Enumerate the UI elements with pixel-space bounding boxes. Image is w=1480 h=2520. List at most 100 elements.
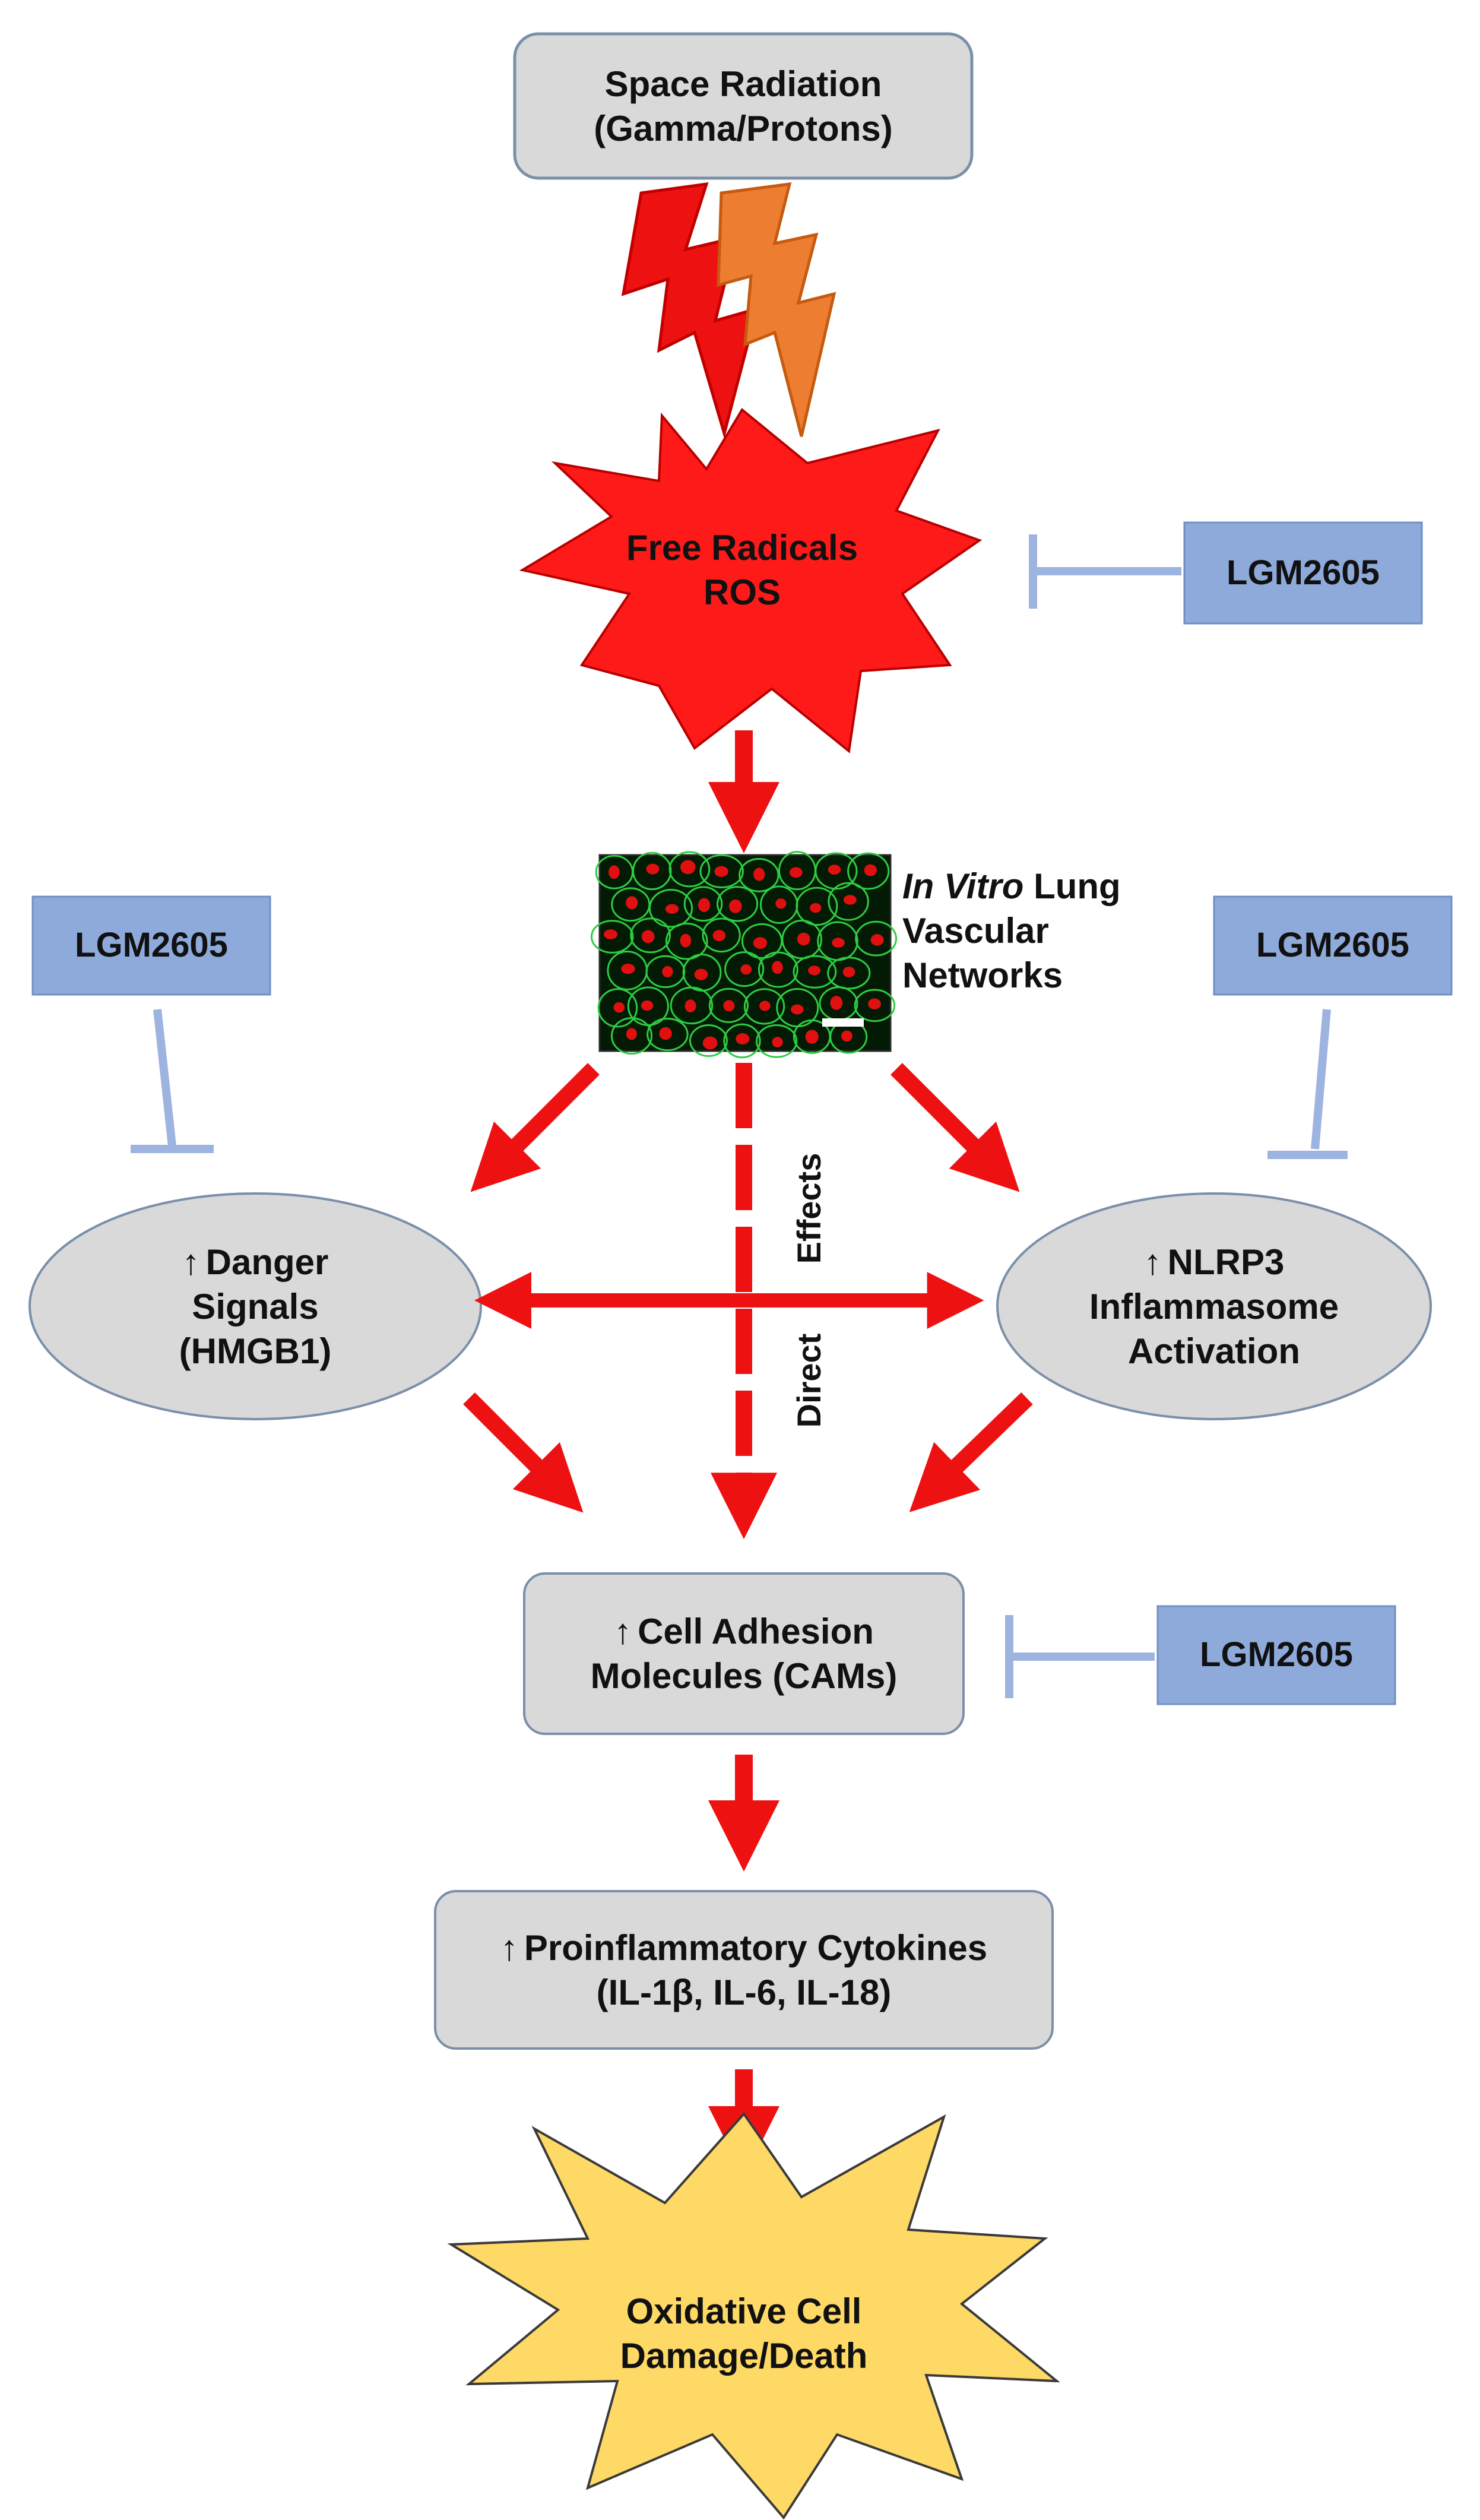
lung-networks-line3: Networks <box>902 955 1063 995</box>
cytokines-label: ↑Proinflammatory Cytokines (IL-1β, IL-6,… <box>435 1891 1053 2049</box>
proton-bolt-icon <box>717 182 836 437</box>
cell-nucleus <box>714 866 728 877</box>
cell-border <box>648 888 693 928</box>
cell-border <box>815 852 858 890</box>
lgm2605-box-ros <box>1183 521 1423 625</box>
cell-nucleus <box>626 1028 637 1040</box>
cell-border <box>854 989 896 1022</box>
cell-nucleus <box>702 1036 718 1050</box>
cell-nucleus <box>797 932 810 946</box>
danger-signals-line1: ↑Danger <box>182 1242 329 1282</box>
cell-nucleus <box>842 967 855 977</box>
cell-nucleus <box>641 1000 654 1011</box>
space-radiation-node <box>513 32 974 180</box>
cams-line2: Molecules (CAMs) <box>590 1656 898 1696</box>
damage-label: Oxidative Cell Damage/Death <box>566 2274 922 2393</box>
cell-nucleus <box>740 964 752 975</box>
lung-networks-line2: Vascular <box>902 911 1049 951</box>
nlrp3-inhibition-line <box>1311 1009 1331 1150</box>
cell-nucleus <box>775 898 787 909</box>
effects-label: Effects <box>790 1153 828 1264</box>
cell-border <box>597 988 638 1028</box>
cams-label: ↑Cell Adhesion Molecules (CAMs) <box>524 1574 964 1734</box>
cell-nucleus <box>728 899 742 913</box>
cell-nucleus <box>772 961 783 974</box>
lung-vascular-micrograph <box>590 851 898 1059</box>
cytokines-node <box>434 1890 1054 2050</box>
cell-nucleus <box>680 860 696 875</box>
cell-nucleus <box>810 903 822 913</box>
cell-nucleus <box>772 1037 783 1048</box>
cell-nucleus <box>830 996 843 1010</box>
cell-nucleus <box>698 898 711 913</box>
cell-border <box>796 887 838 926</box>
cell-border <box>702 917 741 953</box>
cell-nucleus <box>712 930 726 942</box>
danger-inhibition-line <box>153 1009 176 1147</box>
danger-signals-line3: (HMGB1) <box>179 1331 332 1371</box>
cell-nucleus <box>659 1027 672 1040</box>
nlrp3-line2: Inflammasome <box>1089 1286 1339 1327</box>
cell-border <box>683 886 723 922</box>
cell-nucleus <box>832 938 845 948</box>
cell-nucleus <box>808 965 821 976</box>
arrow-networks-to-nlrp3 <box>890 1063 1020 1192</box>
scale-bar <box>822 1018 864 1027</box>
cell-nucleus <box>694 968 708 980</box>
cell-border <box>756 1024 798 1058</box>
cell-nucleus <box>684 999 696 1012</box>
lgm2605-label-cams: LGM2605 <box>1200 1635 1353 1674</box>
cell-border <box>665 922 708 960</box>
cell-nucleus <box>753 868 765 881</box>
cell-border <box>847 852 890 890</box>
cell-border <box>723 1023 761 1059</box>
lgm2605-box-nlrp3 <box>1213 895 1453 996</box>
cell-border <box>828 882 869 921</box>
cell-nucleus <box>841 1030 852 1042</box>
cams-node <box>523 1572 965 1735</box>
cell-border <box>827 957 871 990</box>
cell-border <box>708 987 749 1023</box>
damage-line1: Oxidative Cell <box>626 2291 862 2331</box>
cell-border <box>630 917 671 954</box>
space-radiation-label: Space Radiation (Gamma/Protons) <box>515 34 972 178</box>
lung-networks-label: In Vitro Lung Vascular Networks <box>902 864 1175 1042</box>
damage-line2: Damage/Death <box>620 2336 868 2376</box>
space-radiation-line2: (Gamma/Protons) <box>594 108 893 148</box>
nlrp3-line3: Activation <box>1127 1331 1301 1371</box>
cell-border <box>668 851 711 888</box>
nlrp3-label: ↑NLRP3 Inflammasome Activation <box>997 1205 1431 1407</box>
cell-nucleus <box>641 930 655 944</box>
cell-nucleus <box>723 1000 735 1012</box>
direct-label: Direct <box>790 1333 828 1428</box>
cytokines-line1: ↑Proinflammatory Cytokines <box>500 1927 988 1968</box>
cytokines-line2: (IL-1β, IL-6, IL-18) <box>596 1972 892 2012</box>
nlrp3-node <box>996 1192 1432 1420</box>
cams-line1: ↑Cell Adhesion <box>614 1612 874 1651</box>
cell-nucleus <box>626 896 638 910</box>
cell-border <box>758 951 798 988</box>
cell-border <box>632 851 672 891</box>
cell-border <box>646 1017 689 1052</box>
cell-border <box>724 951 765 987</box>
cell-nucleus <box>613 1002 625 1013</box>
cell-nucleus <box>609 865 620 879</box>
arrow-networks-to-danger <box>470 1063 600 1192</box>
lgm2605-box-danger <box>31 895 271 996</box>
cell-nucleus <box>646 863 660 875</box>
cell-border <box>670 986 714 1025</box>
cell-border <box>743 988 785 1025</box>
cell-border <box>689 1024 728 1058</box>
lung-networks-line1: In Vitro Lung <box>902 866 1121 906</box>
cell-nucleus <box>665 904 679 914</box>
cell-border <box>793 955 837 989</box>
cell-nucleus <box>753 937 768 949</box>
danger-signals-line2: Signals <box>192 1286 319 1327</box>
cell-border <box>590 920 634 954</box>
cell-nucleus <box>662 965 673 978</box>
cell-nucleus <box>791 1004 804 1015</box>
oxidative-damage-burst <box>447 2111 1060 2520</box>
cell-nucleus <box>604 929 618 939</box>
cell-nucleus <box>870 934 884 946</box>
